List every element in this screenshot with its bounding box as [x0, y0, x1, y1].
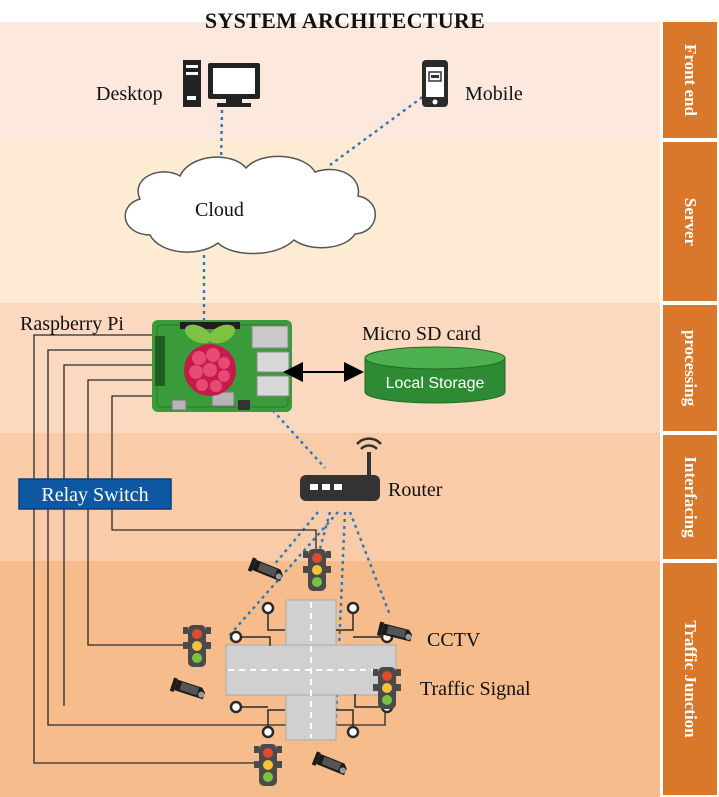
cctv-camera-icon	[169, 677, 207, 702]
traffic-light-icon	[303, 549, 331, 591]
cctv-camera-icon	[247, 557, 285, 584]
mobile-label: Mobile	[465, 83, 523, 105]
layer-label-interfacing: Interfacing	[663, 435, 717, 559]
router-label: Router	[388, 479, 443, 501]
layer-label-processing: processing	[663, 305, 717, 431]
router-icon	[300, 437, 382, 501]
cloud-shape	[124, 155, 376, 255]
mobile-icon	[422, 60, 448, 107]
traffic-light-icon	[254, 744, 282, 786]
relay-switch-label: Relay Switch	[41, 484, 148, 506]
local-storage-label: Local Storage	[386, 375, 485, 392]
cctv-label: CCTV	[427, 629, 481, 651]
raspberry-pi-logo-icon	[184, 324, 236, 396]
traffic-light-icon	[373, 667, 401, 709]
traffic-light-icon	[183, 625, 211, 667]
layer-band-front-end	[0, 22, 660, 141]
network-links	[202, 92, 429, 741]
diagram-title: SYSTEM ARCHITECTURE	[204, 8, 486, 33]
cctv-camera-icon	[311, 751, 349, 778]
cloud-label: Cloud	[195, 199, 244, 221]
relay-switch-box	[18, 478, 172, 510]
relay-wires	[33, 334, 386, 764]
road-intersection	[225, 599, 397, 741]
local-storage-cylinder	[364, 346, 506, 404]
desktop-icon	[183, 60, 260, 107]
raspberry-pi-label: Raspberry Pi	[20, 313, 124, 335]
layer-label-front-end: Front end	[663, 22, 717, 138]
layer-label-server: Server	[663, 142, 717, 301]
layer-label-traffic-junction: Traffic Junction	[663, 563, 717, 795]
traffic-signal-label: Traffic Signal	[420, 678, 531, 700]
micro-sd-label: Micro SD card	[362, 323, 481, 345]
desktop-label: Desktop	[96, 83, 163, 105]
